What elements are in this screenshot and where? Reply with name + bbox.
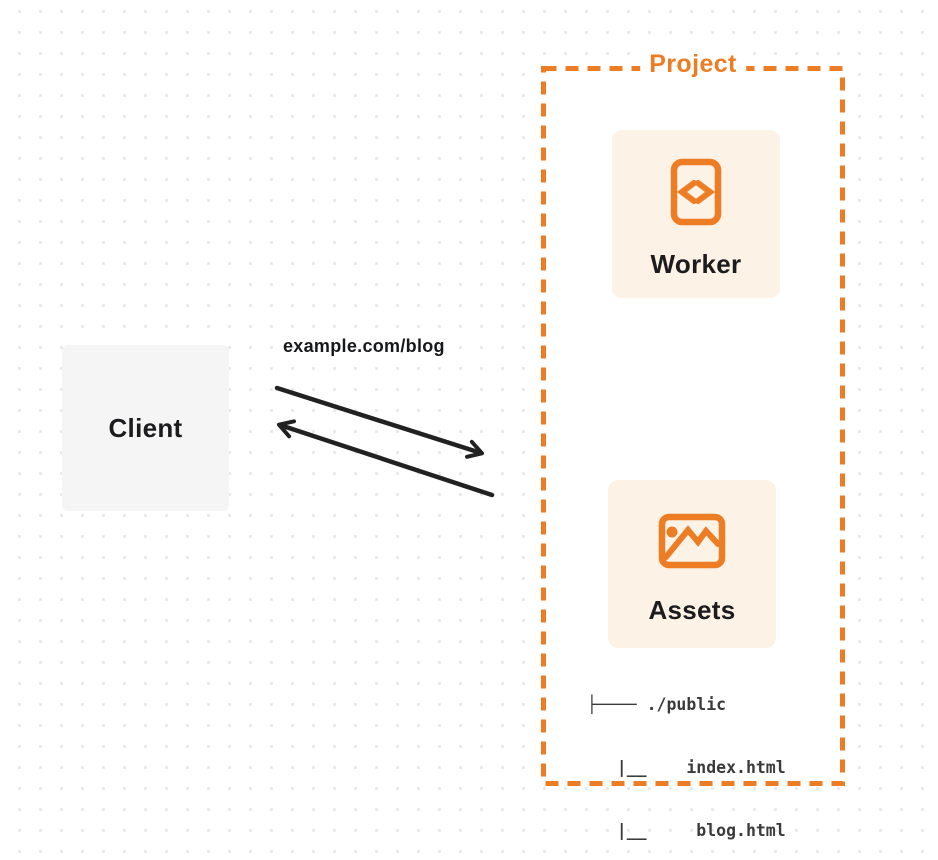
project-container: Project Worker Assets ├──── ./public |__… (541, 50, 845, 840)
project-label: Project (640, 50, 746, 79)
assets-node: Assets (608, 480, 776, 648)
client-node: Client (62, 345, 229, 511)
file-tree-line-blog: |__ blog.html (587, 821, 786, 840)
file-tree-line-public: ├──── ./public (587, 695, 727, 714)
worker-node: Worker (612, 130, 780, 298)
image-icon (658, 513, 726, 569)
code-document-icon (670, 158, 722, 226)
response-arrow (276, 419, 495, 498)
file-tree: ├──── ./public |__ index.html |__ blog.h… (587, 652, 786, 860)
file-tree-line-index: |__ index.html (587, 758, 786, 777)
worker-label: Worker (650, 249, 742, 279)
client-label: Client (108, 412, 183, 443)
request-arrow (274, 385, 485, 459)
request-url-label: example.com/blog (283, 336, 445, 356)
assets-label: Assets (648, 595, 736, 625)
